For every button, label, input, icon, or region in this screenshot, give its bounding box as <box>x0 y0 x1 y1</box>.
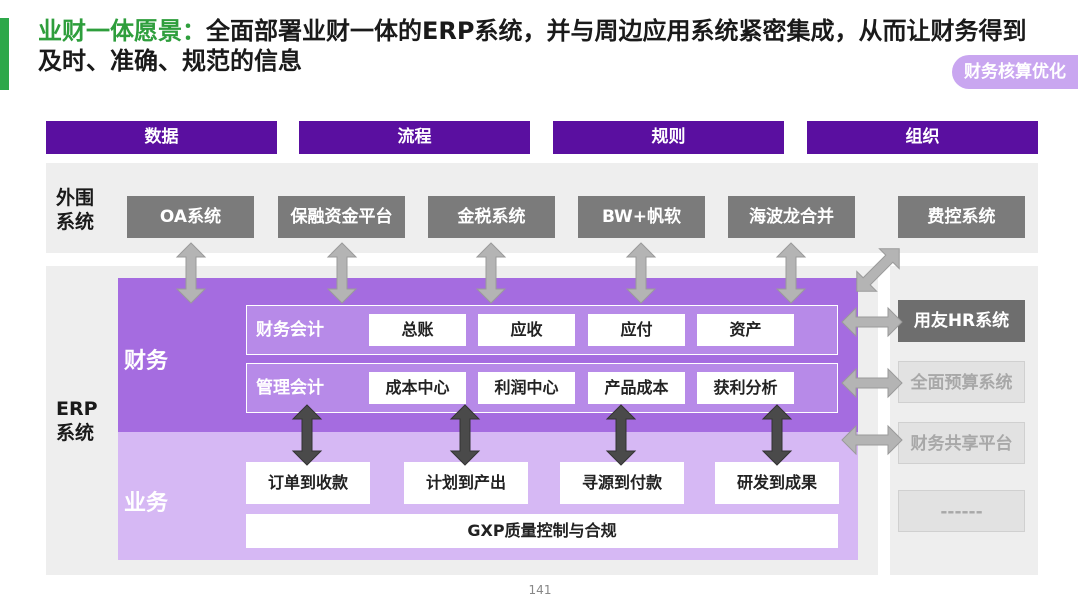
process-rd-to-result[interactable]: 研发到成果 <box>715 462 839 504</box>
page-title: 业财一体愿景：全面部署业财一体的ERP系统，并与周边应用系统紧密集成，从而让财务… <box>38 16 1048 76</box>
system-expense-control[interactable]: 费控系统 <box>898 196 1025 238</box>
arrow-rd-finance <box>762 404 792 466</box>
gxp-compliance-bar[interactable]: GXP质量控制与合规 <box>246 514 838 548</box>
module-cost-center[interactable]: 成本中心 <box>369 372 466 404</box>
system-golden-tax[interactable]: 金税系统 <box>428 196 555 238</box>
business-label: 业务 <box>124 491 169 516</box>
arrow-goldentax-erp <box>476 242 506 304</box>
arrow-source-finance <box>606 404 636 466</box>
module-general-ledger[interactable]: 总账 <box>369 314 466 346</box>
process-order-to-cash[interactable]: 订单到收款 <box>246 462 370 504</box>
process-plan-to-produce[interactable]: 计划到产出 <box>404 462 528 504</box>
peripheral-label: 外围 系统 <box>56 187 95 233</box>
module-profitability[interactable]: 获利分析 <box>697 372 794 404</box>
page-number: 141 <box>528 583 552 597</box>
system-hyperion[interactable]: 海波龙合并 <box>728 196 855 238</box>
arrow-oa-erp <box>176 242 206 304</box>
title-highlight: 业财一体愿景： <box>38 17 206 45</box>
arrow-plan-finance <box>450 404 480 466</box>
arrow-expense-erp <box>846 238 910 302</box>
mgmt-accounting-label: 管理会计 <box>256 378 324 398</box>
module-profit-center[interactable]: 利润中心 <box>478 372 575 404</box>
arrow-baorong-erp <box>327 242 357 304</box>
arrow-budget-erp <box>841 368 903 398</box>
module-payable[interactable]: 应付 <box>588 314 685 346</box>
module-assets[interactable]: 资产 <box>697 314 794 346</box>
arrow-hr-erp <box>841 307 903 337</box>
nav-data[interactable]: 数据 <box>46 121 277 154</box>
arrow-shared-erp <box>841 425 903 455</box>
system-oa[interactable]: OA系统 <box>127 196 254 238</box>
erp-label: ERP 系统 <box>56 398 98 444</box>
nav-organization[interactable]: 组织 <box>807 121 1038 154</box>
arrow-bw-erp <box>626 242 656 304</box>
topic-badge: 财务核算优化 <box>952 55 1078 89</box>
nav-process[interactable]: 流程 <box>299 121 530 154</box>
arrow-hyperion-erp <box>776 242 806 304</box>
module-receivable[interactable]: 应收 <box>478 314 575 346</box>
nav-rules[interactable]: 规则 <box>553 121 784 154</box>
accent-bar <box>0 18 9 90</box>
finance-label: 财务 <box>124 349 169 374</box>
system-yonyou-hr[interactable]: 用友HR系统 <box>898 300 1025 342</box>
arrow-order-finance <box>292 404 322 466</box>
system-bw-fanruan[interactable]: BW+帆软 <box>578 196 705 238</box>
system-more-placeholder: ------ <box>898 490 1025 532</box>
system-budget[interactable]: 全面预算系统 <box>898 361 1025 403</box>
system-baorong-fund[interactable]: 保融资金平台 <box>278 196 405 238</box>
fin-accounting-label: 财务会计 <box>256 320 324 340</box>
title-text: 全面部署业财一体的ERP系统，并与周边应用系统紧密集成，从而让财务得到及时、准确… <box>38 17 1027 75</box>
process-source-to-pay[interactable]: 寻源到付款 <box>560 462 684 504</box>
module-product-cost[interactable]: 产品成本 <box>588 372 685 404</box>
system-shared-service[interactable]: 财务共享平台 <box>898 422 1025 464</box>
